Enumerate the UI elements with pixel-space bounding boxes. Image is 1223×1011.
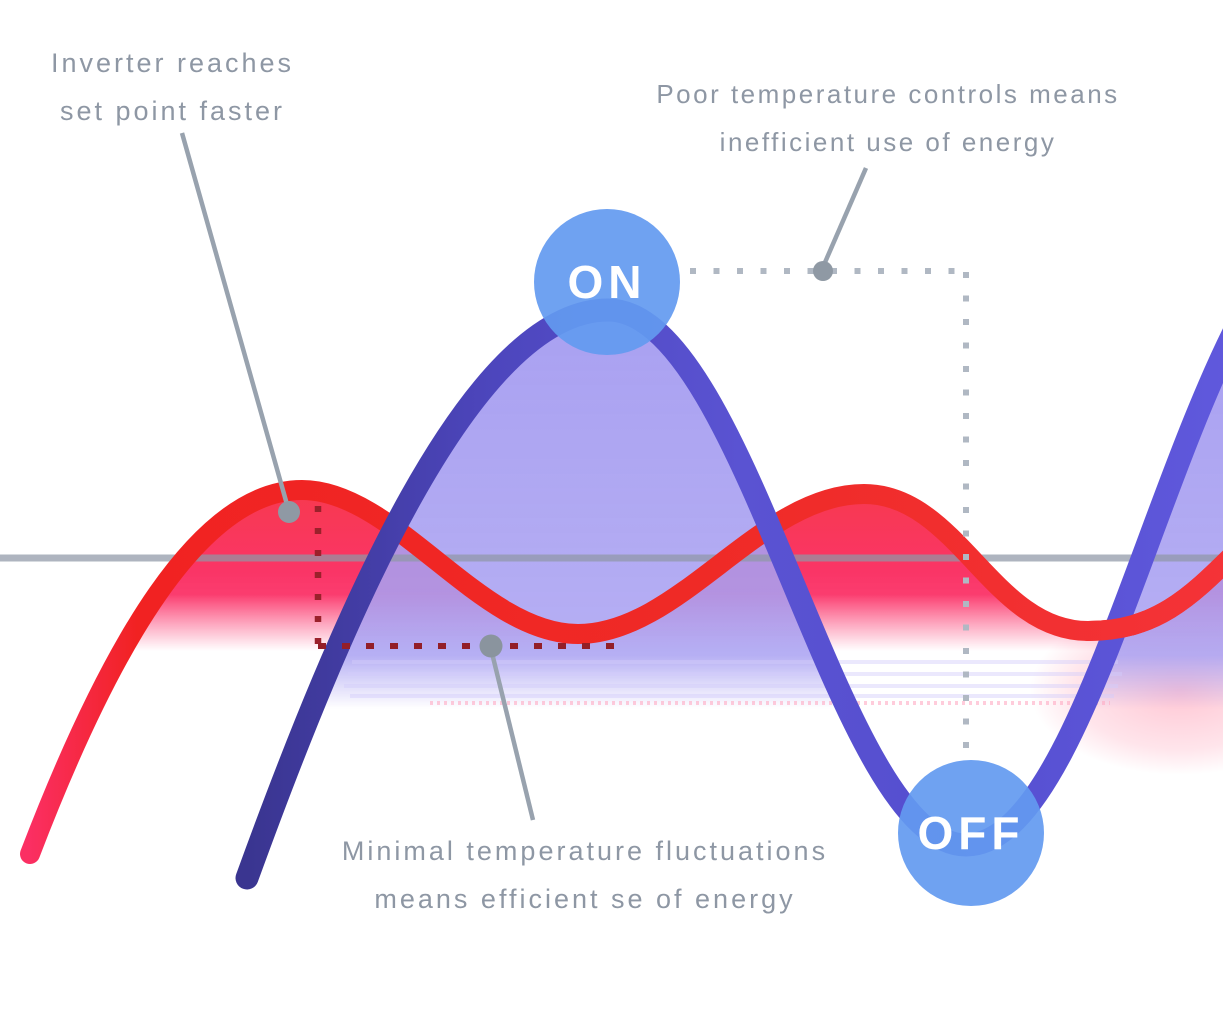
purple-fade-stripes — [344, 660, 1122, 698]
minimal-connector-line — [488, 648, 536, 821]
poor-controls-connector-line — [820, 167, 869, 268]
on-badge: ON — [534, 209, 680, 355]
inverter-annotation-line2: set point faster — [59, 96, 286, 126]
inverter-connector-dot — [278, 501, 300, 523]
minimal-fluctuations-annotation: Minimal temperature fluctuations means e… — [285, 827, 885, 923]
inverter-annotation: Inverter reaches set point faster — [20, 39, 325, 135]
off-badge: OFF — [898, 760, 1044, 906]
poor-controls-connector-dot — [813, 261, 833, 281]
inverter-curve-front-segment — [1078, 550, 1223, 641]
poor-controls-annotation: Poor temperature controls means ineffici… — [588, 70, 1188, 166]
minimal-connector-dot — [479, 634, 503, 658]
onoff-area-fill — [247, 310, 1223, 1011]
poor-controls-annotation-line1: Poor temperature controls means — [656, 79, 1120, 109]
inverter-connector-line — [179, 132, 291, 509]
onoff-curve — [235, 298, 1223, 890]
minimal-fluctuations-annotation-line2: means efficient se of energy — [374, 884, 796, 914]
on-badge-label: ON — [567, 256, 647, 308]
annotation-connectors — [179, 132, 869, 821]
poor-controls-annotation-line2: inefficient use of energy — [719, 127, 1057, 157]
off-badge-label: OFF — [917, 807, 1025, 859]
inverter-annotation-line1: Inverter reaches — [50, 48, 295, 78]
minimal-fluctuations-annotation-line1: Minimal temperature fluctuations — [341, 836, 829, 866]
